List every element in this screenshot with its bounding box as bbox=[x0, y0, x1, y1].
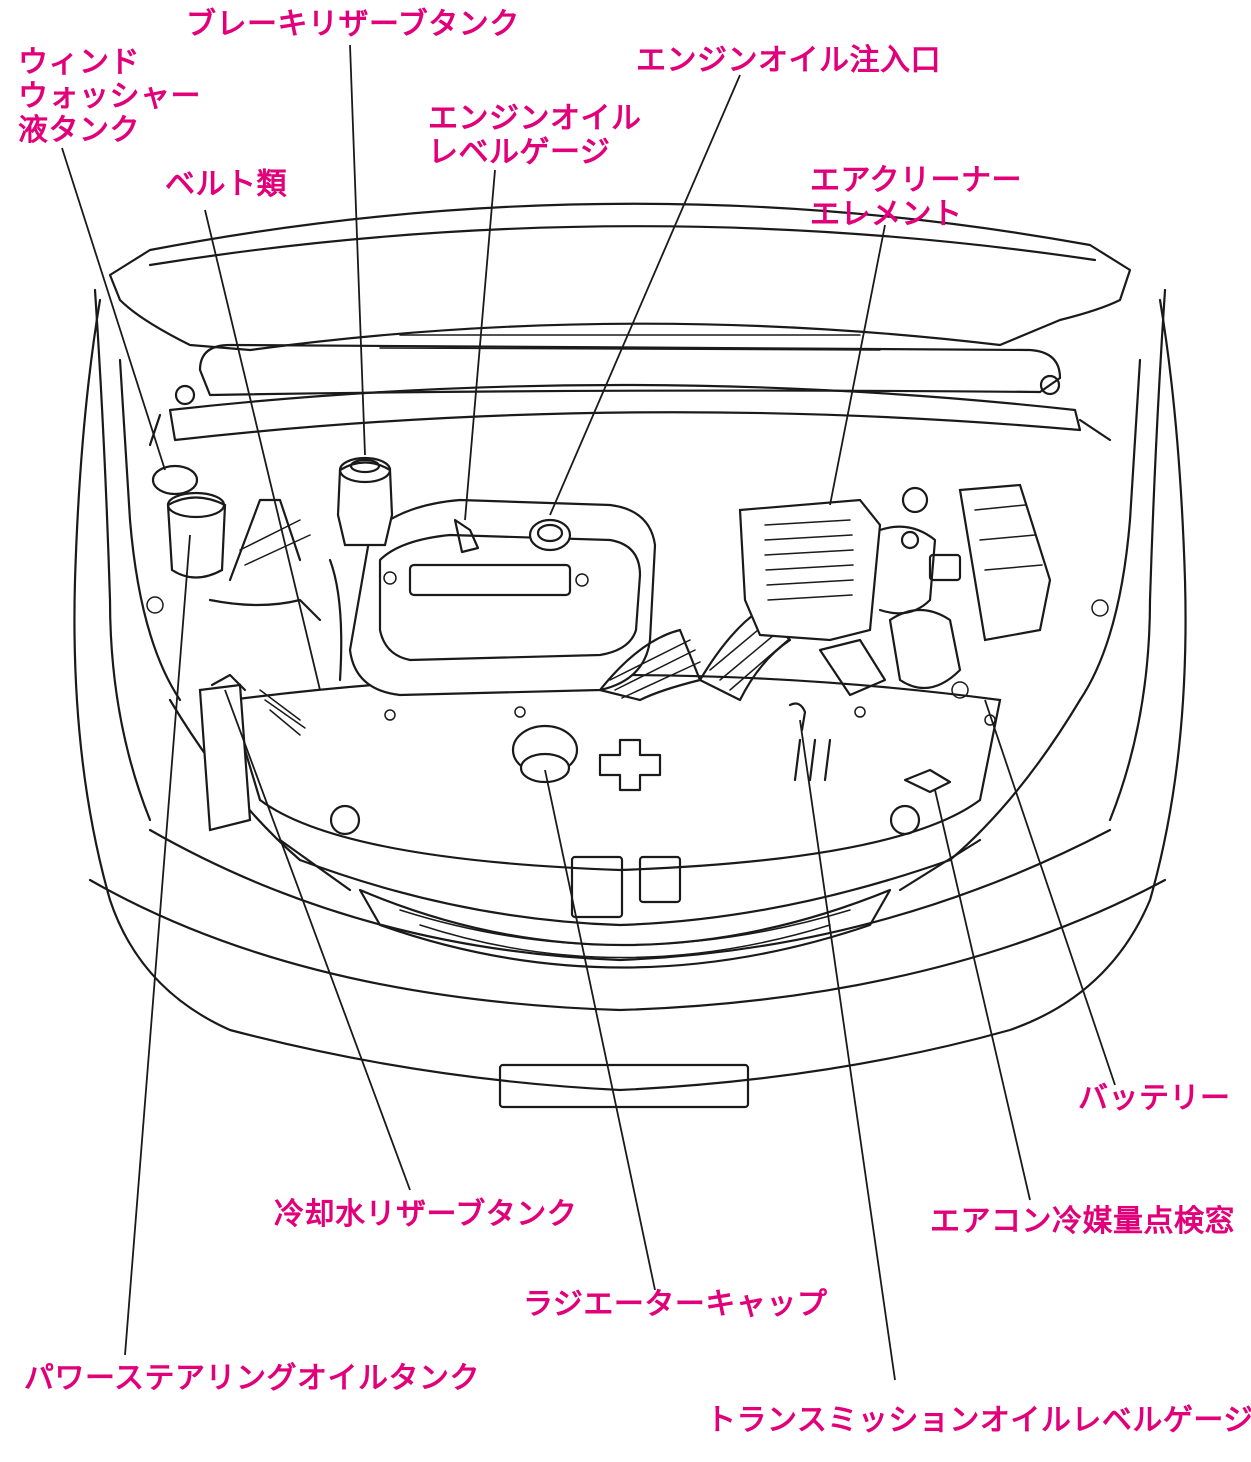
label-engine-oil-dipstick: エンジンオイル レベルゲージ bbox=[428, 102, 642, 170]
label-power-steering-tank: パワーステアリングオイルタンク bbox=[24, 1362, 480, 1396]
label-radiator-cap: ラジエーターキャップ bbox=[523, 1288, 827, 1322]
label-engine-oil-dipstick-line1: エンジンオイル bbox=[428, 102, 642, 136]
label-coolant-reservoir: 冷却水リザーブタンク bbox=[274, 1198, 577, 1232]
open-hood bbox=[110, 204, 1130, 445]
engine-cover bbox=[350, 500, 790, 700]
label-washer-tank: ウィンド ウォッシャー 液タンク bbox=[18, 46, 201, 148]
label-engine-oil-filler: エンジンオイル注入口 bbox=[636, 44, 941, 78]
label-belts: ベルト類 bbox=[165, 168, 287, 202]
leader-ac-sight-glass bbox=[935, 790, 1030, 1200]
label-air-cleaner-line2: エレメント bbox=[810, 198, 1022, 232]
air-cleaner-box bbox=[740, 500, 935, 640]
label-air-cleaner: エアクリーナー エレメント bbox=[810, 164, 1022, 232]
label-washer-tank-line1: ウィンド bbox=[18, 46, 201, 80]
label-battery: バッテリー bbox=[1078, 1082, 1231, 1116]
label-transmission-dipstick: トランスミッションオイルレベルゲージ bbox=[706, 1404, 1251, 1438]
label-brake-reservoir: ブレーキリザーブタンク bbox=[186, 8, 520, 42]
leader-engine-oil-dipstick bbox=[465, 170, 495, 520]
label-washer-tank-line3: 液タンク bbox=[18, 114, 201, 148]
leader-washer-tank bbox=[62, 148, 165, 470]
leader-battery bbox=[985, 700, 1115, 1085]
leader-air-cleaner bbox=[830, 225, 885, 505]
label-ac-sight-glass: エアコン冷媒量点検窓 bbox=[930, 1205, 1235, 1239]
label-washer-tank-line2: ウォッシャー bbox=[18, 80, 201, 114]
label-engine-oil-dipstick-line2: レベルゲージ bbox=[428, 136, 642, 170]
leader-belts bbox=[205, 210, 320, 690]
label-air-cleaner-line1: エアクリーナー bbox=[810, 164, 1022, 198]
